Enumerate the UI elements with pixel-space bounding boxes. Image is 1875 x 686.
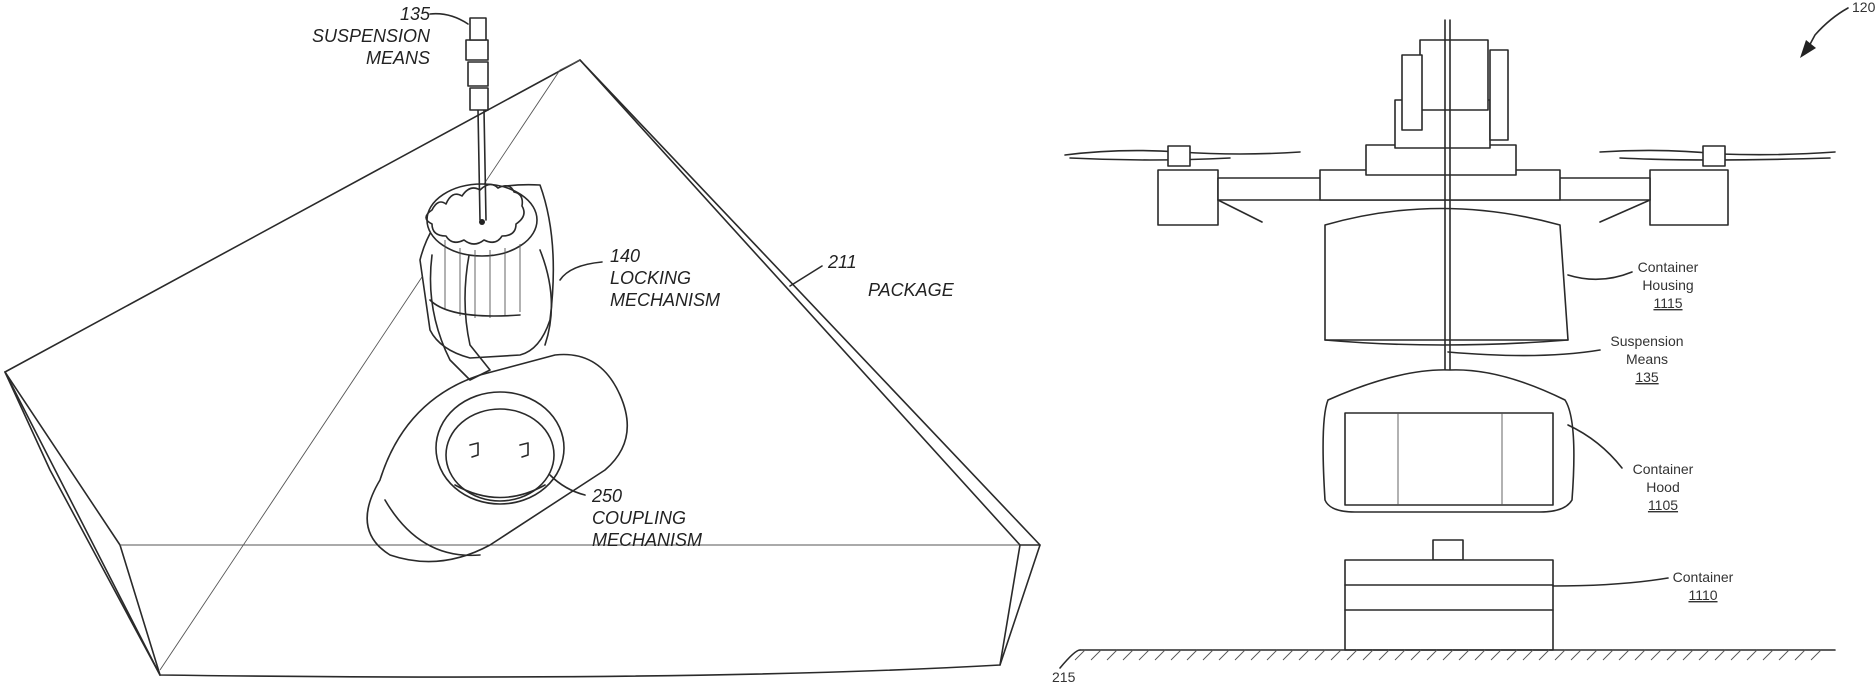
- suspension-ref: 135: [400, 4, 431, 24]
- coupling-line2: MECHANISM: [592, 530, 702, 550]
- hood-ref: 1105: [1648, 497, 1678, 513]
- drone-frame: [1157, 39, 1729, 226]
- coupling-mechanism-drawing: [366, 353, 628, 563]
- ground-ref: 215: [1052, 669, 1076, 685]
- left-figure: 135 SUSPENSION MEANS 140 LOCKING MECHANI…: [4, 4, 1041, 678]
- right-figure: 120: [1052, 0, 1875, 685]
- coupling-line1: COUPLING: [592, 508, 686, 528]
- housing-leader: [1567, 271, 1633, 281]
- container-housing-drawing: [1324, 207, 1569, 346]
- suspension-line1: SUSPENSION: [312, 26, 431, 46]
- rotor-left: [1064, 145, 1301, 167]
- ground-surface: [1059, 649, 1836, 669]
- container-hood-drawing: [1322, 369, 1575, 513]
- housing-ref: 1115: [1653, 295, 1682, 311]
- suspension-right-line1: Suspension: [1610, 333, 1683, 349]
- package-text: PACKAGE: [868, 280, 955, 300]
- container-line1: Container: [1673, 569, 1734, 585]
- suspension-right-leader: [1447, 349, 1601, 357]
- container-ref: 1110: [1688, 587, 1717, 603]
- locking-mechanism-drawing: [419, 183, 555, 381]
- figure-ref-arrowhead: [1800, 40, 1816, 58]
- suspension-right-ref: 135: [1635, 369, 1659, 385]
- hood-line1: Container: [1633, 461, 1694, 477]
- locking-line1: LOCKING: [610, 268, 691, 288]
- hood-line2: Hood: [1646, 479, 1679, 495]
- locking-leader: [559, 261, 603, 281]
- locking-ref: 140: [610, 246, 640, 266]
- suspension-leader: [429, 12, 469, 25]
- hood-leader: [1567, 424, 1623, 469]
- suspension-line2: MEANS: [366, 48, 430, 68]
- coupling-ref: 250: [591, 486, 622, 506]
- coupling-leader: [549, 474, 586, 496]
- container-drawing: [1344, 539, 1554, 651]
- rotor-right: [1599, 145, 1836, 167]
- package-leader: [789, 265, 823, 287]
- housing-line1: Container: [1638, 259, 1699, 275]
- suspension-right-line2: Means: [1626, 351, 1668, 367]
- package-ref: 211: [827, 252, 857, 272]
- figure-ref: 120: [1852, 0, 1875, 15]
- container-leader: [1552, 577, 1669, 587]
- package-box: [4, 59, 1041, 678]
- figure-ref-arrow: [1807, 7, 1849, 49]
- locking-line2: MECHANISM: [610, 290, 720, 310]
- housing-line2: Housing: [1642, 277, 1693, 293]
- suspension-means-drawing: [465, 17, 489, 225]
